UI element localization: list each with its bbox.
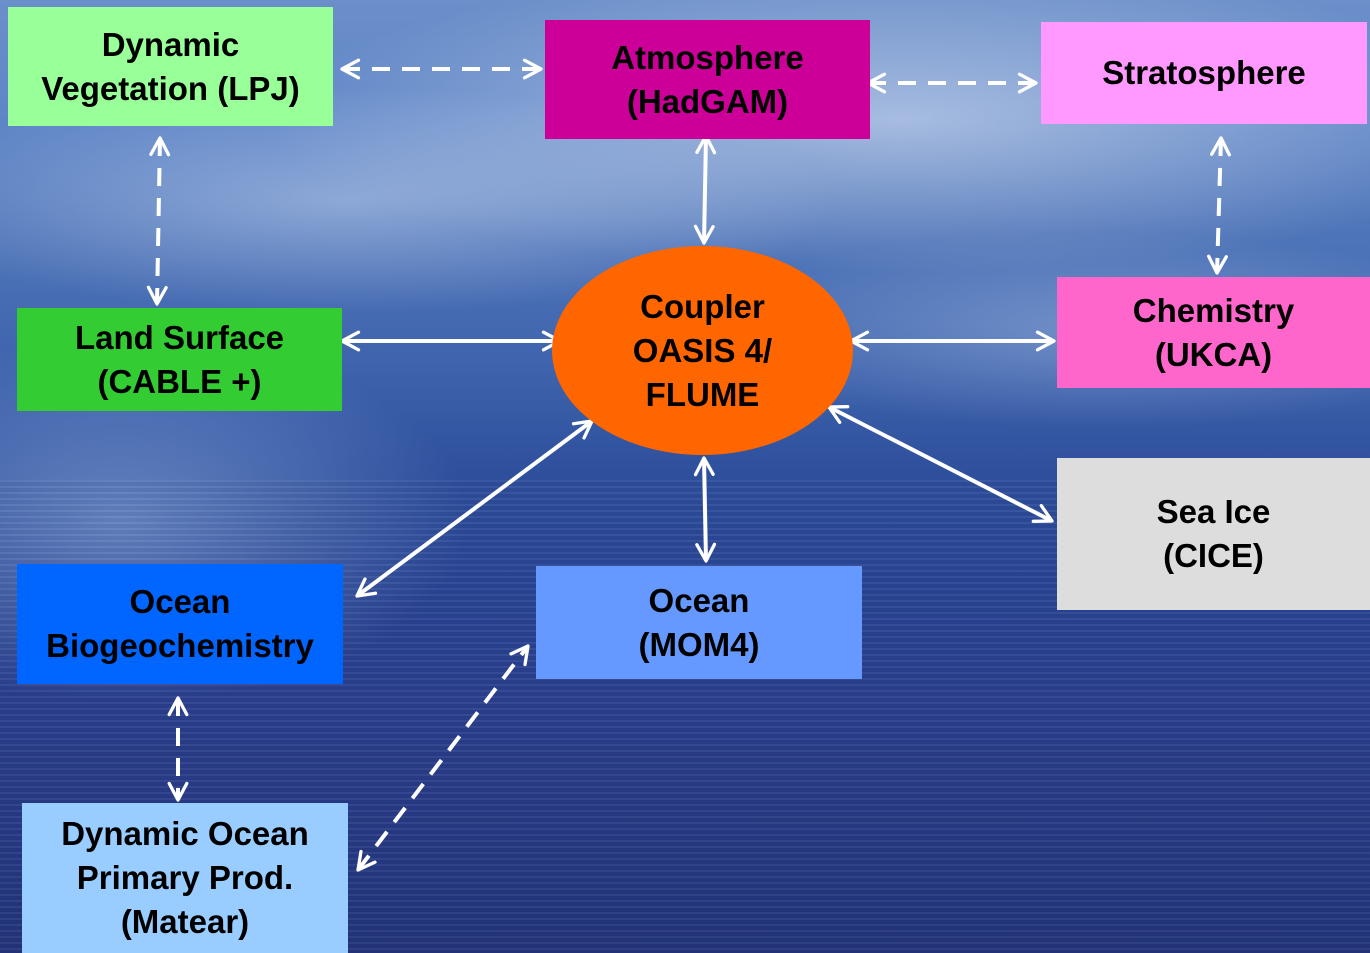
node-coupler-line3: FLUME — [645, 375, 760, 413]
node-atmosphere-line2: (HadGAM) — [626, 82, 789, 120]
link-vegetation-landsurface — [146, 136, 171, 306]
node-dynamic-ocean-primary: Dynamic Ocean Primary Prod. (Matear) — [22, 803, 348, 953]
node-ocean-biogeochemistry: Ocean Biogeochemistry — [17, 564, 343, 684]
node-sea-ice-line1: Sea Ice — [1156, 493, 1271, 530]
node-atmosphere-line1: Atmosphere — [611, 38, 804, 76]
node-dynamic-ocean-primary-line2: Primary Prod. — [76, 859, 294, 896]
node-ocean: Ocean (MOM4) — [536, 566, 862, 679]
node-land-surface: Land Surface (CABLE +) — [17, 308, 342, 411]
node-dynamic-vegetation: Dynamic Vegetation (LPJ) — [8, 7, 333, 126]
node-ocean-line1: Ocean — [648, 581, 750, 619]
node-chemistry-line2: (UKCA) — [1154, 335, 1273, 373]
node-ocean-line2: (MOM4) — [638, 625, 760, 663]
node-land-surface-line1: Land Surface — [74, 318, 285, 356]
node-ocean-biogeochemistry-line1: Ocean — [129, 583, 231, 620]
node-sea-ice: Sea Ice (CICE) — [1057, 458, 1370, 610]
link-coupler-seaice — [827, 405, 1054, 523]
node-stratosphere-line1: Stratosphere — [1102, 54, 1306, 91]
node-stratosphere: Stratosphere — [1041, 22, 1367, 124]
node-chemistry-line1: Chemistry — [1132, 291, 1295, 329]
node-dynamic-ocean-primary-line3: (Matear) — [120, 903, 250, 940]
node-coupler-line1: Coupler — [640, 287, 765, 325]
link-stratosphere-chemistry — [1207, 136, 1231, 275]
node-atmosphere: Atmosphere (HadGAM) — [545, 20, 870, 139]
node-dynamic-ocean-primary-line1: Dynamic Ocean — [61, 815, 309, 852]
node-dynamic-vegetation-line1: Dynamic — [101, 25, 240, 63]
link-coupler-ocean — [693, 456, 717, 563]
node-ocean-biogeochemistry-line2: Biogeochemistry — [46, 627, 314, 664]
node-land-surface-line2: (CABLE +) — [97, 362, 262, 400]
node-coupler-line2: OASIS 4/ — [632, 331, 773, 369]
node-coupler: Coupler OASIS 4/ FLUME — [552, 246, 853, 455]
link-atmosphere-coupler — [693, 134, 717, 245]
link-primaryprod-ocean — [356, 644, 530, 872]
node-chemistry: Chemistry (UKCA) — [1057, 277, 1370, 388]
node-dynamic-vegetation-line2: Vegetation (LPJ) — [41, 69, 300, 107]
node-sea-ice-line2: (CICE) — [1163, 537, 1264, 574]
link-coupler-biogeochem — [355, 419, 594, 598]
